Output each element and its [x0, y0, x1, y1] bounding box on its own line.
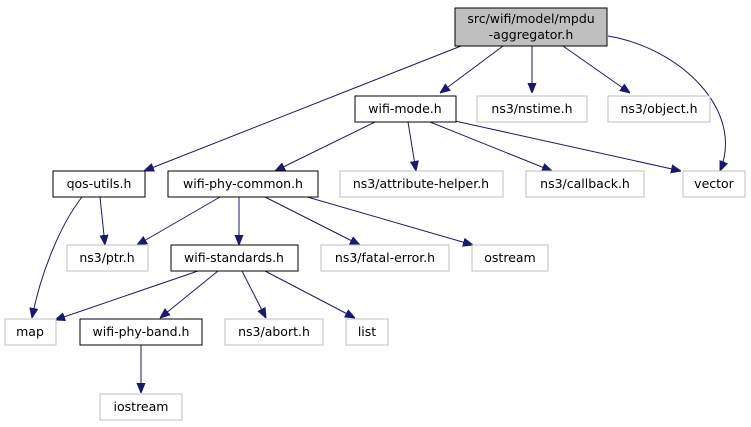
- edge-wifi-mode-to-ns3-attribute-helper: [407, 121, 416, 171]
- node-root-mpdu-aggregator[interactable]: src/wifi/model/mpdu -aggregator.h: [454, 7, 608, 47]
- nodes: src/wifi/model/mpdu -aggregator.h wifi-m…: [4, 7, 746, 421]
- edge-qos-utils-to-map: [32, 196, 83, 318]
- node-ns3-abort[interactable]: ns3/abort.h: [224, 318, 324, 346]
- node-map[interactable]: map: [4, 318, 57, 346]
- node-iostream-label: iostream: [114, 399, 169, 414]
- edges: [32, 35, 725, 393]
- node-iostream[interactable]: iostream: [99, 393, 183, 421]
- node-ns3-ptr-label: ns3/ptr.h: [79, 250, 134, 265]
- node-vector[interactable]: vector: [682, 170, 746, 198]
- node-list[interactable]: list: [345, 318, 389, 346]
- edge-wifi-standards-to-list: [264, 270, 355, 318]
- node-list-label: list: [358, 324, 376, 339]
- node-wifi-standards[interactable]: wifi-standards.h: [170, 244, 299, 272]
- node-ns3-abort-label: ns3/abort.h: [238, 324, 310, 339]
- node-ostream-label: ostream: [484, 250, 535, 265]
- edge-wifi-standards-to-map: [55, 270, 199, 320]
- node-ns3-object-label: ns3/object.h: [620, 101, 697, 116]
- edge-wifi-phy-common-to-ostream: [289, 191, 473, 245]
- edge-root-to-vector: [607, 35, 725, 171]
- node-wifi-phy-band-label: wifi-phy-band.h: [93, 324, 190, 339]
- node-wifi-phy-band[interactable]: wifi-phy-band.h: [79, 318, 203, 346]
- node-qos-utils[interactable]: qos-utils.h: [52, 170, 146, 198]
- node-ns3-callback-label: ns3/callback.h: [540, 176, 630, 191]
- node-ns3-fatal-error[interactable]: ns3/fatal-error.h: [320, 244, 450, 272]
- node-ns3-nstime-label: ns3/nstime.h: [491, 101, 572, 116]
- node-wifi-phy-common[interactable]: wifi-phy-common.h: [167, 170, 319, 198]
- node-ns3-object[interactable]: ns3/object.h: [607, 95, 711, 123]
- edge-qos-utils-to-ns3-ptr: [100, 196, 105, 245]
- node-wifi-mode-label: wifi-mode.h: [368, 101, 441, 116]
- node-vector-label: vector: [694, 176, 735, 191]
- node-ns3-attribute-helper[interactable]: ns3/attribute-helper.h: [339, 170, 504, 198]
- node-ns3-callback[interactable]: ns3/callback.h: [525, 170, 645, 198]
- edge-root-to-wifi-mode: [440, 45, 504, 93]
- node-qos-utils-label: qos-utils.h: [67, 176, 132, 191]
- edge-wifi-mode-to-wifi-phy-common: [275, 121, 376, 171]
- node-wifi-standards-label: wifi-standards.h: [184, 250, 284, 265]
- node-wifi-mode[interactable]: wifi-mode.h: [354, 95, 457, 123]
- edge-wifi-standards-to-ns3-abort: [241, 270, 266, 318]
- edge-wifi-phy-common-to-ns3-ptr: [137, 196, 221, 245]
- node-ns3-attribute-helper-label: ns3/attribute-helper.h: [353, 176, 489, 191]
- node-root-label-line1: src/wifi/model/mpdu: [467, 11, 594, 26]
- node-ns3-nstime[interactable]: ns3/nstime.h: [476, 95, 588, 123]
- node-map-label: map: [16, 324, 44, 339]
- edge-wifi-phy-common-to-ns3-fatal-error: [264, 196, 360, 245]
- node-ns3-fatal-error-label: ns3/fatal-error.h: [335, 250, 435, 265]
- node-ns3-ptr[interactable]: ns3/ptr.h: [66, 244, 149, 272]
- node-root-label-line2: -aggregator.h: [489, 27, 574, 42]
- edge-wifi-mode-to-ns3-callback: [429, 121, 552, 171]
- edge-wifi-standards-to-wifi-phy-band: [160, 270, 219, 318]
- edge-root-to-ns3-object: [562, 45, 630, 93]
- node-ostream[interactable]: ostream: [471, 244, 549, 272]
- edge-root-to-qos-utils: [144, 45, 462, 171]
- edge-wifi-mode-to-vector: [454, 120, 681, 171]
- node-wifi-phy-common-label: wifi-phy-common.h: [183, 176, 303, 191]
